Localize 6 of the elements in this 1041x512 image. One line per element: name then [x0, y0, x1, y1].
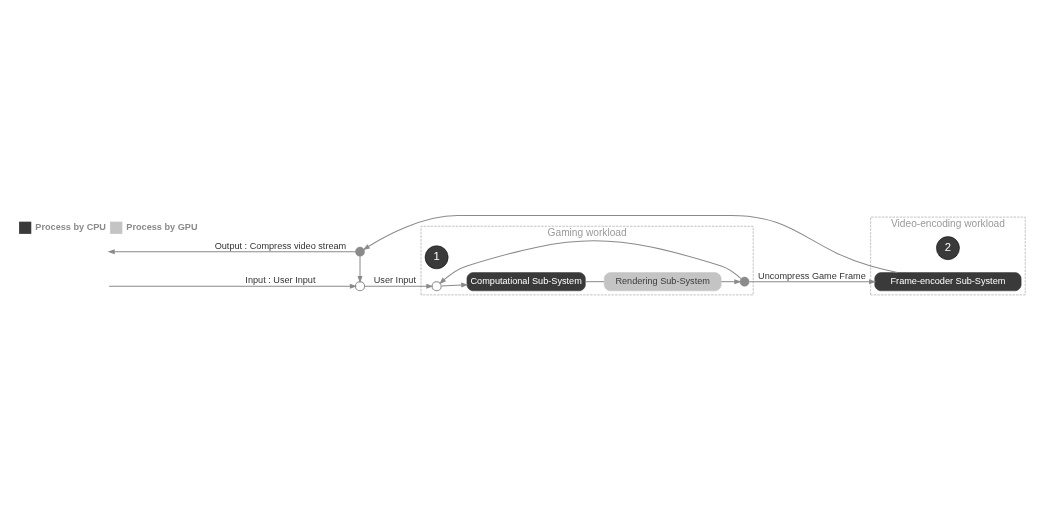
edge-label: Uncompress Game Frame	[758, 270, 866, 281]
legend-label: Process by CPU	[35, 221, 106, 232]
edge-label: Input : User Input	[245, 275, 316, 286]
edge-label: User Input	[373, 275, 416, 286]
legend-label: Process by GPU	[126, 221, 198, 232]
edge-label: Output : Compress video stream	[214, 240, 347, 251]
